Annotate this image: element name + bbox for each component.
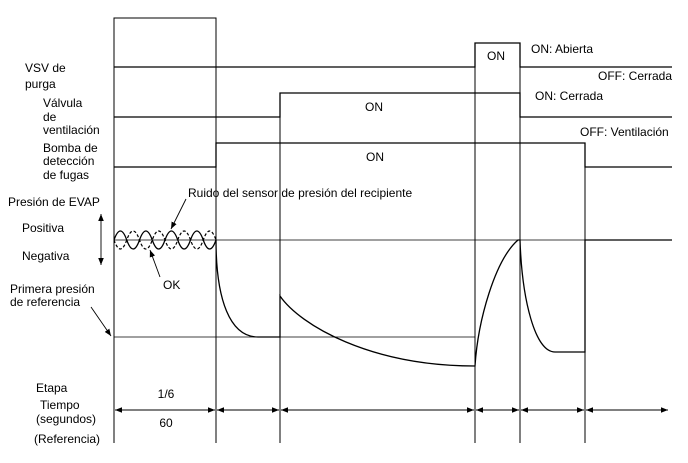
vent-valve-state-off: OFF: Ventilación xyxy=(580,125,669,139)
timeline-section: Etapa Tiempo (segundos) (Referencia) 1/6… xyxy=(34,381,668,446)
vent-valve-signal-line xyxy=(114,92,672,118)
vent-valve-state-on: ON: Cerrada xyxy=(535,89,603,103)
leak-pump-row: Bomba de detección de fugas ON xyxy=(43,141,672,182)
evap-pressure-curve xyxy=(215,239,672,367)
first-stage-time: 60 xyxy=(159,416,173,430)
leak-pump-signal-line xyxy=(114,142,672,168)
vsv-purga-label-line-1: VSV de xyxy=(25,61,66,75)
vent-valve-label-line-3: ventilación xyxy=(43,123,100,137)
vsv-purga-label-line-2: purga xyxy=(25,77,56,91)
evap-pressure-section: Presión de EVAP Positiva Negativa Primer… xyxy=(8,186,672,367)
leak-pump-on-label: ON xyxy=(366,150,384,164)
vsv-purga-row: VSV de purga ON ON: Abierta OFF: Cerrada xyxy=(25,42,672,91)
vsv-purga-signal-line xyxy=(114,42,672,68)
vsv-purga-on-label: ON xyxy=(487,49,505,63)
reference-pressure-arrow xyxy=(90,306,112,337)
stage-label: Etapa xyxy=(36,381,68,395)
first-stage-value: 1/6 xyxy=(158,387,175,401)
reference-label: (Referencia) xyxy=(34,432,100,446)
vent-valve-label-line-1: Válvula xyxy=(43,96,83,110)
positive-label: Positiva xyxy=(22,221,64,235)
first-stage-box xyxy=(113,17,217,443)
leak-pump-label-line-3: de fugas xyxy=(43,168,89,182)
leak-pump-label-line-2: detección xyxy=(43,154,94,168)
reference-pressure-label-line-2: de referencia xyxy=(10,295,80,309)
time-label-line-2: (segundos) xyxy=(36,412,96,426)
sensor-noise-label: Ruido del sensor de presión del recipien… xyxy=(188,186,412,200)
vent-valve-on-label: ON xyxy=(365,100,383,114)
reference-pressure-label-line-1: Primera presión xyxy=(10,282,95,296)
sensor-noise-arrow xyxy=(170,198,187,230)
ok-label: OK xyxy=(163,278,180,292)
time-label-line-1: Tiempo xyxy=(40,398,80,412)
negative-label: Negativa xyxy=(22,249,70,263)
sensor-noise-wave-ok xyxy=(113,230,217,250)
vent-valve-row: Válvula de ventilación ON ON: Cerrada OF… xyxy=(43,89,672,139)
vsv-purga-state-on: ON: Abierta xyxy=(531,42,593,56)
vent-valve-label-line-2: de xyxy=(43,110,57,124)
leak-pump-label-line-1: Bomba de xyxy=(43,141,98,155)
ok-arrow xyxy=(149,249,161,278)
vsv-purga-state-off: OFF: Cerrada xyxy=(598,69,672,83)
evap-pressure-title: Presión de EVAP xyxy=(8,195,100,209)
